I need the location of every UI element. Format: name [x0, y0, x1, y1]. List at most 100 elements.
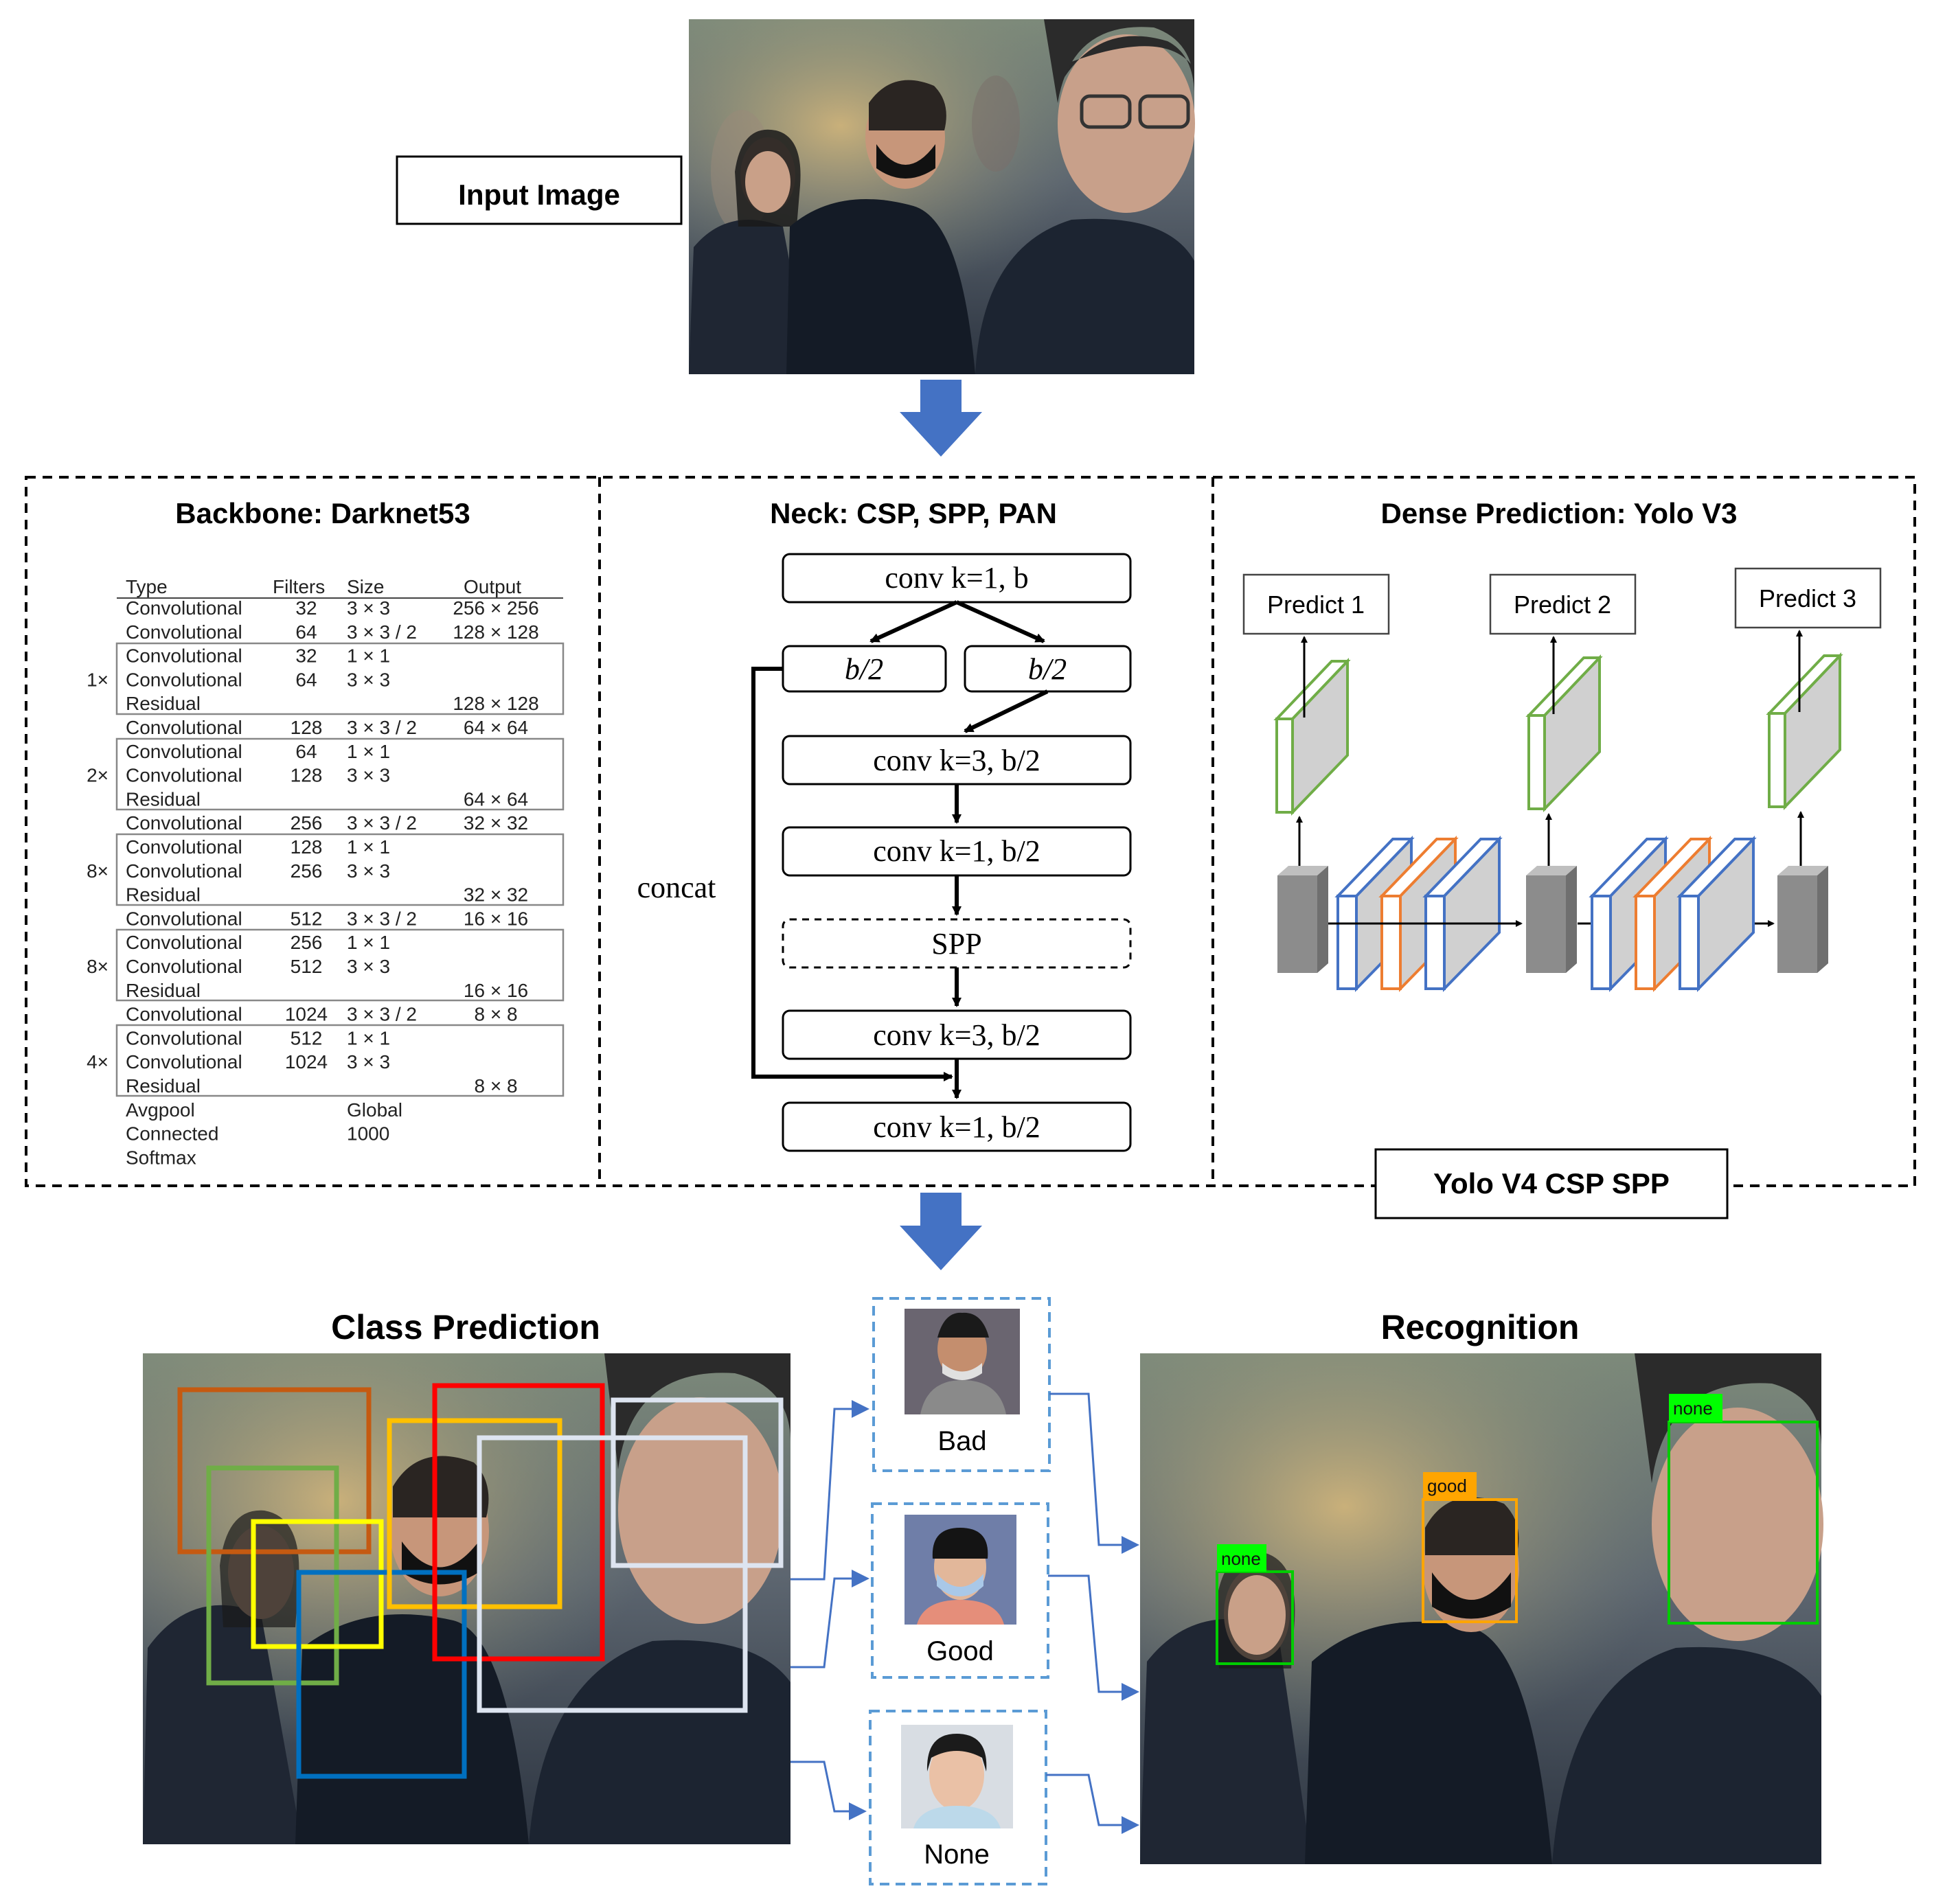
neck-diagram: conv k=1, b b/2 b/2 conv k=3, b/2 conv k…: [637, 553, 1132, 1152]
row-size: 3 × 3: [347, 956, 390, 977]
row-size: 3 × 3 / 2: [347, 908, 417, 929]
row-size: 3 × 3 / 2: [347, 717, 417, 738]
row-type: Convolutional: [126, 956, 242, 977]
class-none-label: None: [924, 1839, 990, 1870]
row-output: 8 × 8: [474, 1075, 517, 1097]
row-multiplier: 8×: [87, 956, 109, 977]
row-output: 128 × 128: [453, 693, 538, 714]
residual-block-1: [115, 642, 565, 715]
row-filters: 64: [295, 621, 317, 643]
predict-1-label: Predict 1: [1267, 590, 1365, 619]
row-type: Convolutional: [126, 741, 242, 762]
row-filters: 256: [291, 860, 323, 882]
dense-diagram: Predict 1 Predict 2 Predict 3: [1242, 567, 1882, 992]
row-type: Convolutional: [126, 812, 242, 834]
candidate-box-amber: [387, 1418, 562, 1609]
row-type: Convolutional: [126, 669, 242, 690]
candidate-box-white-1: [611, 1397, 784, 1568]
neck-conv-k3-a-label: conv k=3, b/2: [873, 744, 1040, 777]
row-type: Residual: [126, 693, 201, 714]
class-none: None: [869, 1710, 1047, 1885]
flow-arrow-down-1: [900, 380, 982, 457]
neck-concat-label: concat: [637, 871, 716, 904]
row-output: 8 × 8: [474, 1004, 517, 1025]
architecture-panel: [25, 476, 1916, 1187]
neck-split-right-label: b/2: [1028, 652, 1067, 686]
row-filters: 512: [291, 956, 323, 977]
row-type: Residual: [126, 884, 201, 906]
row-size: 3 × 3: [347, 860, 390, 882]
row-filters: 32: [295, 597, 317, 619]
row-filters: 256: [291, 812, 323, 834]
detection-right: none: [1668, 1394, 1819, 1625]
row-type: Convolutional: [126, 717, 242, 738]
input-image-label: Input Image: [458, 179, 620, 211]
yolo-label-box: [1374, 1148, 1729, 1219]
neck-conv-k1-b-label: conv k=1, b: [885, 561, 1028, 595]
row-type: Convolutional: [126, 765, 242, 786]
candidate-box-red: [432, 1383, 605, 1662]
candidate-box-green: [206, 1465, 339, 1686]
recognition-photo: [1140, 1353, 1823, 1864]
dense-title: Dense Prediction: Yolo V3: [1381, 497, 1738, 529]
neck-split-right: [964, 645, 1132, 693]
predict-2-label: Predict 2: [1514, 590, 1611, 619]
row-multiplier: 2×: [87, 765, 109, 786]
row-filters: 64: [295, 741, 317, 762]
input-photo: [689, 19, 1195, 374]
row-size: 3 × 3 / 2: [347, 621, 417, 643]
row-output: 32 × 32: [464, 812, 528, 834]
row-type: Convolutional: [126, 932, 242, 953]
yolo-label: Yolo V4 CSP SPP: [1433, 1167, 1670, 1200]
row-multiplier: 4×: [87, 1051, 109, 1073]
row-multiplier: 1×: [87, 669, 109, 690]
block-stack-1: [1334, 836, 1503, 992]
row-type: Convolutional: [126, 860, 242, 882]
class-good-label: Good: [926, 1636, 994, 1666]
row-size: 3 × 3: [347, 1051, 390, 1073]
bad-face-thumbnail: [905, 1309, 1020, 1414]
row-type: Connected: [126, 1123, 218, 1145]
row-type: Softmax: [126, 1147, 196, 1168]
detection-center: good: [1422, 1472, 1518, 1623]
predict-3-box: [1734, 567, 1882, 629]
row-output: 256 × 256: [453, 597, 538, 619]
neck-title: Neck: CSP, SPP, PAN: [770, 497, 1057, 529]
candidate-box-blue: [296, 1570, 467, 1779]
row-type: Convolutional: [126, 1051, 242, 1073]
neck-conv-k1-a-label: conv k=1, b/2: [873, 834, 1040, 868]
row-filters: 128: [291, 836, 323, 858]
row-multiplier: 8×: [87, 860, 109, 882]
row-filters: 128: [291, 717, 323, 738]
predict-2-box: [1489, 573, 1637, 635]
green-head-1: [1273, 658, 1351, 816]
none-face-thumbnail: [901, 1725, 1013, 1828]
detection-right-label: none: [1673, 1398, 1713, 1419]
green-head-3: [1766, 652, 1843, 810]
predict-1-box: [1242, 573, 1390, 635]
row-type: Convolutional: [126, 836, 242, 858]
row-output: 16 × 16: [464, 908, 528, 929]
row-size: 3 × 3: [347, 597, 390, 619]
input-image-label-box: [396, 155, 683, 225]
grey-block-2: [1526, 866, 1577, 973]
row-size: 3 × 3: [347, 765, 390, 786]
row-output: 16 × 16: [464, 980, 528, 1001]
class-prediction-title: Class Prediction: [331, 1308, 600, 1346]
row-filters: 512: [291, 1027, 323, 1048]
row-type: Residual: [126, 788, 201, 810]
header-output: Output: [464, 576, 521, 597]
flow-arrow-down-2: [900, 1193, 982, 1270]
residual-block-5: [115, 1024, 565, 1097]
detection-left-label: none: [1221, 1548, 1261, 1569]
row-output: 128 × 128: [453, 621, 538, 643]
row-output: 64 × 64: [464, 788, 528, 810]
row-size: 3 × 3 / 2: [347, 1004, 417, 1025]
header-filters: Filters: [273, 576, 325, 597]
recognition-title: Recognition: [1381, 1308, 1580, 1346]
residual-block-2: [115, 737, 565, 811]
neck-split-left-label: b/2: [845, 652, 883, 686]
row-size: Global: [347, 1099, 402, 1121]
